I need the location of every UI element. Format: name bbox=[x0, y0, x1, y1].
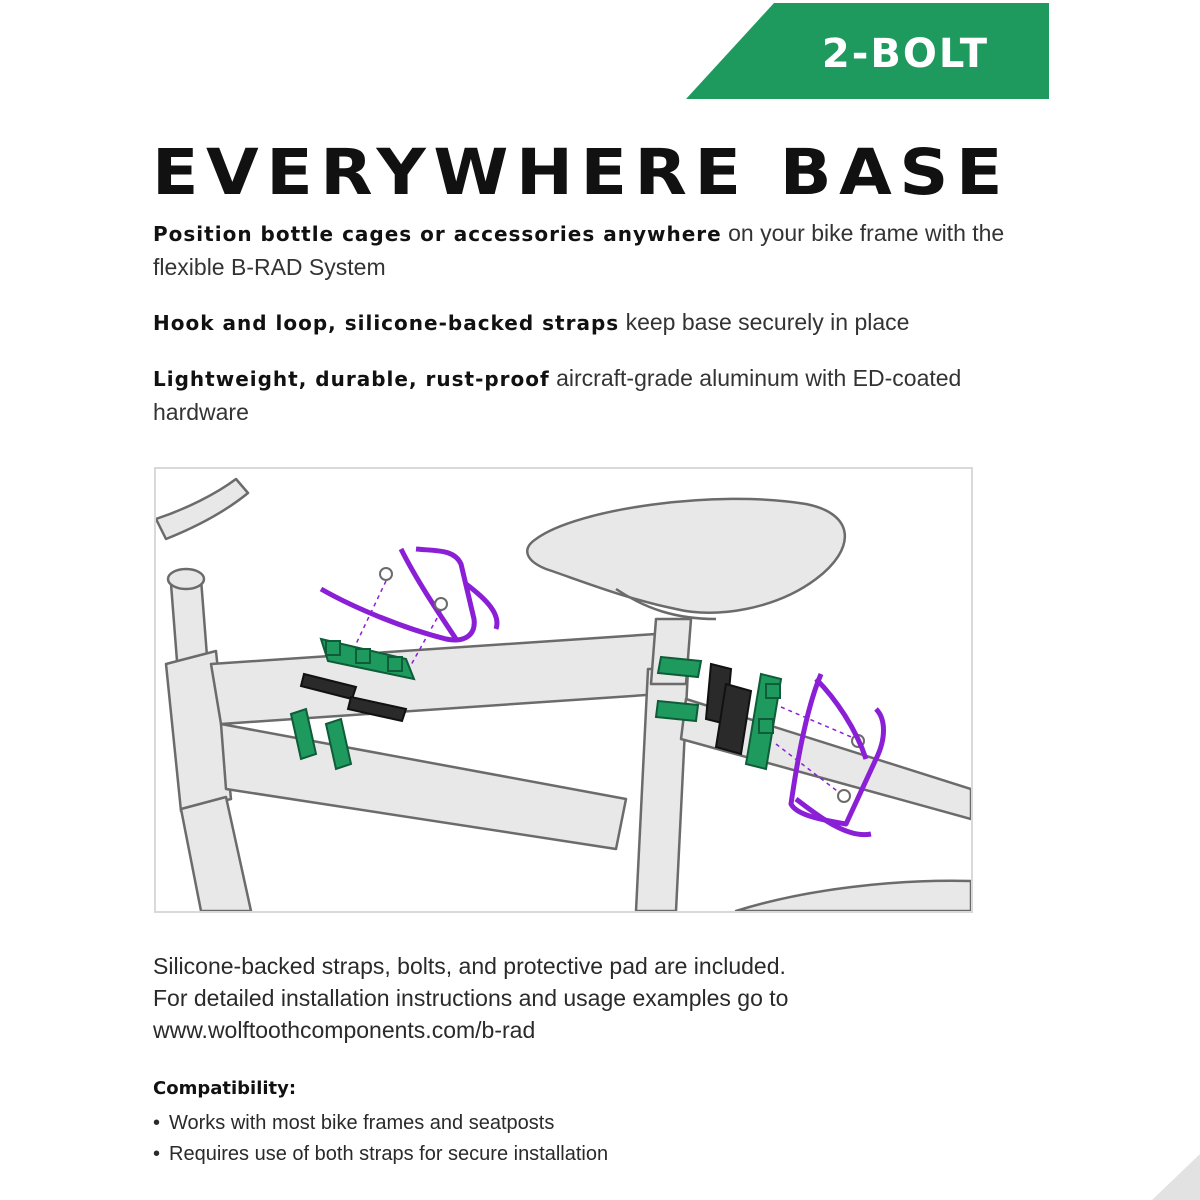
fork bbox=[179, 795, 253, 911]
saddle-rail bbox=[615, 587, 717, 621]
seat-tube-guides bbox=[775, 706, 857, 795]
wheel-hint bbox=[734, 879, 971, 911]
list-item: Requires use of both straps for secure i… bbox=[153, 1139, 608, 1170]
badge-shape bbox=[686, 3, 1049, 99]
feature-positioning: Position bottle cages or accessories any… bbox=[153, 217, 1053, 284]
badge-label: 2-BOLT bbox=[821, 31, 989, 77]
feature-material: Lightweight, durable, rust-proof aircraf… bbox=[153, 362, 1053, 429]
bike-frame-drawing bbox=[156, 477, 971, 911]
page-corner-fold bbox=[1152, 1154, 1200, 1200]
top-tube-bolts bbox=[379, 567, 448, 611]
top-tube-cage bbox=[319, 546, 500, 643]
seat-tube-cage bbox=[788, 673, 886, 838]
feature-text: on your bike frame with the flexible B-R… bbox=[153, 220, 1005, 280]
feature-text: keep base securely in place bbox=[619, 309, 910, 335]
included-info: Silicone-backed straps, bolts, and prote… bbox=[153, 950, 1053, 1046]
compatibility-title: Compatibility: bbox=[153, 1078, 297, 1099]
feature-bold: Hook and loop, silicone-backed straps bbox=[153, 311, 620, 335]
feature-text: aircraft-grade aluminum with ED-coated h… bbox=[153, 365, 962, 425]
seat-tube-pads bbox=[704, 662, 753, 756]
seat-tube-straps bbox=[654, 655, 703, 723]
handlebar bbox=[156, 477, 250, 541]
seat-tube-base bbox=[744, 672, 783, 771]
feature-bold: Position bottle cages or accessories any… bbox=[153, 222, 722, 246]
feature-bold: Lightweight, durable, rust-proof bbox=[153, 367, 550, 391]
top-tube-straps bbox=[289, 707, 353, 771]
top-tube-guides bbox=[355, 580, 442, 675]
info-line: For detailed installation instructions a… bbox=[153, 985, 789, 1011]
down-tube bbox=[219, 722, 628, 851]
top-tube bbox=[209, 632, 663, 726]
bolt-badge: 2-BOLT bbox=[686, 3, 1049, 99]
top-tube-base bbox=[319, 637, 416, 681]
page-title: EVERYWHERE BASE bbox=[152, 136, 1010, 209]
list-item: Works with most bike frames and seatpost… bbox=[153, 1108, 608, 1139]
info-url: www.wolftoothcomponents.com/b-rad bbox=[153, 1017, 536, 1043]
top-tube-pads bbox=[299, 672, 408, 723]
saddle bbox=[526, 497, 846, 614]
feature-straps: Hook and loop, silicone-backed straps ke… bbox=[153, 306, 1053, 340]
info-line: Silicone-backed straps, bolts, and prote… bbox=[153, 953, 786, 979]
compatibility-list: Works with most bike frames and seatpost… bbox=[153, 1108, 608, 1170]
stem-cap bbox=[166, 567, 206, 591]
installation-illustration bbox=[154, 467, 973, 913]
